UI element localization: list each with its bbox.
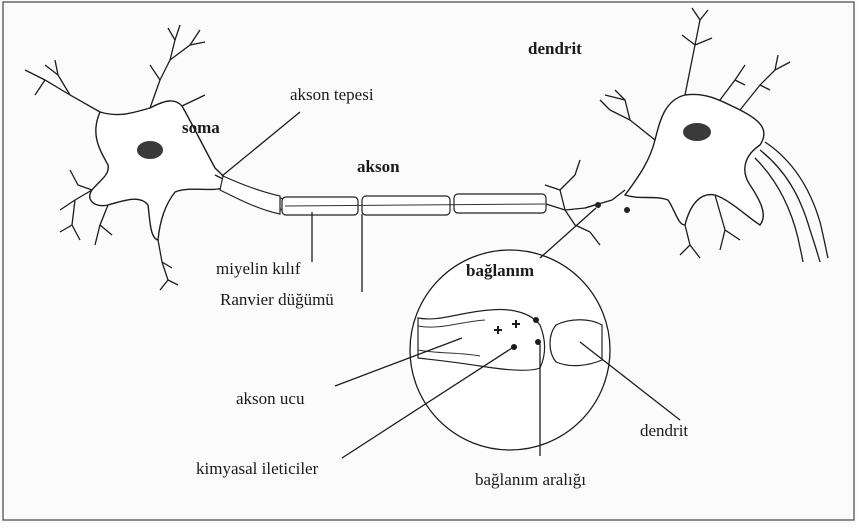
left-neuron xyxy=(25,25,226,290)
synapse-dot-1 xyxy=(595,202,601,208)
axon-terminals xyxy=(545,160,625,245)
right-axon-line-2 xyxy=(765,142,828,258)
right-nucleus xyxy=(683,123,711,141)
label-ranvier: Ranvier düğümü xyxy=(220,290,334,309)
label-baglanim-araligi: bağlanım aralığı xyxy=(475,470,586,489)
right-soma-body xyxy=(625,94,764,225)
diagram-frame xyxy=(3,2,854,520)
label-kimyasal: kimyasal ileticiler xyxy=(196,459,319,478)
label-akson: akson xyxy=(357,157,400,176)
left-nucleus xyxy=(137,141,163,159)
synapse-inset xyxy=(410,208,610,450)
leader-akson-tepesi xyxy=(222,112,300,176)
axon xyxy=(215,160,630,245)
right-neuron xyxy=(600,8,828,262)
myelin-segment-1 xyxy=(220,176,280,214)
synapse-dot-2 xyxy=(624,207,630,213)
right-axon-line-1 xyxy=(760,150,820,262)
label-baglanim: bağlanım xyxy=(466,261,534,280)
dendrite-shape xyxy=(550,320,602,366)
myelin-segment-4 xyxy=(454,194,546,213)
label-soma: soma xyxy=(182,118,220,137)
label-dendrit-bottom: dendrit xyxy=(640,421,688,440)
label-miyelin-kilif: miyelin kılıf xyxy=(216,259,301,278)
label-akson-tepesi: akson tepesi xyxy=(290,85,374,104)
label-dendrit-top: dendrit xyxy=(528,39,582,58)
label-akson-ucu: akson ucu xyxy=(236,389,305,408)
